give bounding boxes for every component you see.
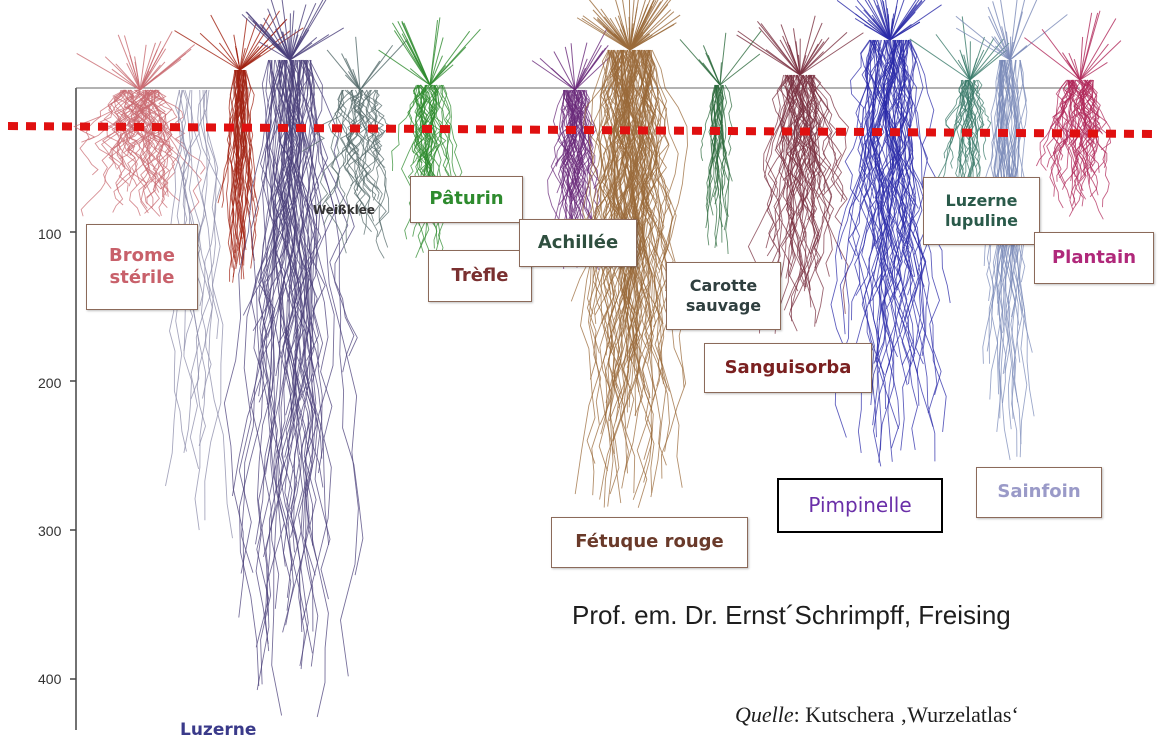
label-sainfoin: Sainfoin (976, 467, 1102, 518)
shoot-line (956, 16, 1010, 60)
shoot-line (140, 62, 165, 90)
label-sanguisorba: Sanguisorba (704, 343, 872, 393)
label-luzerne: Luzerne (180, 720, 256, 740)
label-paturin: Pâturin (410, 176, 523, 223)
author-credit: Prof. em. Dr. Ernst´Schrimpff, Freising (572, 600, 1011, 631)
label-carotte-sauvage: Carotte sauvage (666, 262, 781, 330)
shoot-line (780, 40, 800, 75)
root-line (976, 80, 986, 160)
shoot-line (327, 50, 360, 90)
root-line (725, 85, 732, 156)
label-fetuque-rouge: Fétuque rouge (551, 517, 748, 568)
shoot-line (629, 0, 630, 50)
shoot-line (575, 43, 587, 90)
label-achillee: Achillée (519, 219, 637, 267)
paturin-roots (379, 17, 481, 272)
shoot-line (200, 33, 240, 70)
root-line (322, 90, 346, 253)
shoot-line (430, 65, 453, 85)
shoot-line (1062, 53, 1080, 80)
shoot-line (140, 31, 172, 90)
label-luzerne-lupuline: Luzerne lupuline (923, 177, 1040, 245)
shoot-line (890, 0, 929, 40)
shoot-line (1010, 0, 1039, 60)
depth-tick-300: 300 (38, 523, 61, 539)
label-brome-sterile: Brome stérile (86, 224, 198, 310)
shoot-line (175, 31, 240, 70)
shoot-line (720, 62, 721, 85)
label-trefle: Trèfle (428, 250, 532, 302)
shoot-line (575, 59, 587, 90)
root-line (205, 90, 223, 520)
source-text: : Kutschera ‚Wurzelatlas‘ (794, 702, 1019, 727)
depth-tick-400: 400 (38, 671, 61, 687)
carotte-roots (680, 31, 761, 254)
shoot-line (551, 68, 575, 90)
shoot-line (532, 61, 575, 90)
root-line (81, 90, 128, 216)
shoot-line (219, 43, 240, 70)
label-pimpinelle: Pimpinelle (777, 478, 943, 533)
shoot-line (360, 61, 380, 90)
depth-tick-200: 200 (38, 375, 61, 391)
shoot-line (392, 23, 430, 85)
depth-tick-100: 100 (38, 226, 61, 242)
shoot-line (575, 48, 606, 90)
brome-root-spikes (166, 90, 233, 538)
shoot-line (855, 18, 890, 40)
shoot-line (1042, 29, 1080, 80)
root-line (1040, 80, 1067, 171)
shoot-line (737, 35, 800, 75)
shoot-line (430, 31, 470, 85)
label-plantain: Plantain (1034, 232, 1154, 284)
shoot-line (601, 9, 630, 50)
source-prefix: Quelle (735, 702, 794, 727)
shoot-line (680, 39, 720, 85)
label-weissklee: Weißklee (313, 203, 375, 217)
source-citation: Quelle: Kutschera ‚Wurzelatlas‘ (735, 702, 1019, 728)
